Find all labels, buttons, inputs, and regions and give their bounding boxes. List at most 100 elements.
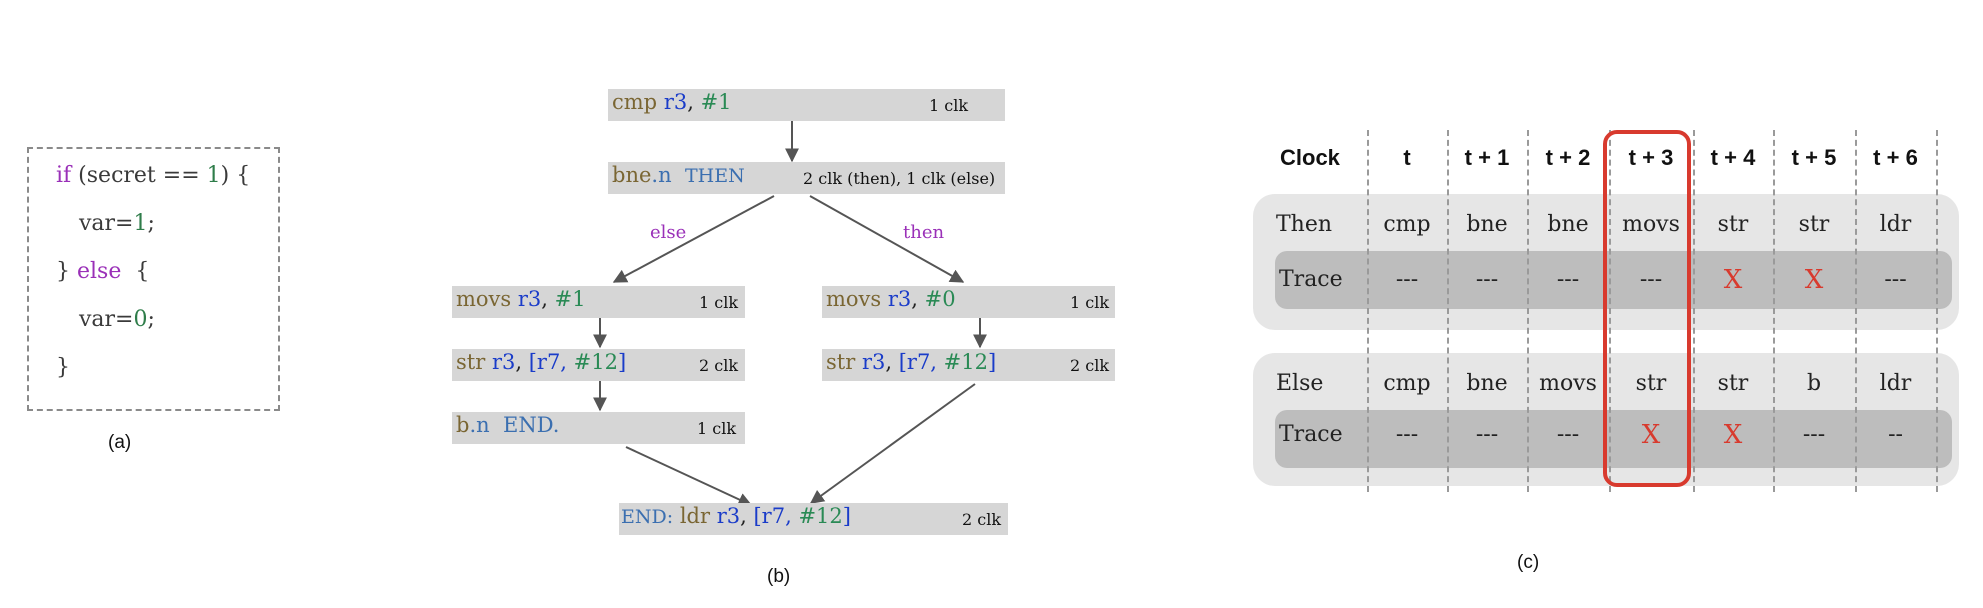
caption-b: (b) [767,566,791,587]
code-text: { [121,259,150,284]
clock-cost: 2 clk [699,356,739,375]
edge-label-else: else [650,222,687,243]
column-divider [1855,130,1857,492]
column-divider [1527,130,1529,492]
column-divider [1693,130,1695,492]
then-cell: bne [1466,212,1508,237]
branch-label: THEN [684,165,745,187]
opcode: str [456,350,486,374]
code-snippet-box: if (secret == 1) { var=1; } else { var=0… [27,147,280,411]
register: r3 [491,350,516,374]
instr-str-else: str r3, [r7, #12] 2 clk [452,349,745,381]
opcode: str [826,350,856,374]
code-text: var= [79,307,134,332]
code-number: 1 [206,163,221,188]
instr-bne: bne.n THEN 2 clk (then), 1 clk (else) [608,162,1005,194]
clock-cost: 1 clk [697,419,737,438]
else-cell: ldr [1879,371,1912,396]
opcode: movs [456,287,512,311]
opcode-suffix: .n [469,413,490,437]
else-cell: movs [1539,371,1597,396]
separator: , [687,90,701,114]
then-trace-cell: --- [1884,267,1907,292]
then-cell: movs [1622,212,1680,237]
else-trace-bar [1275,410,1952,468]
code-line-assign-1: var=1; [79,211,155,236]
opcode-suffix: .n [651,163,672,187]
instr-movs-else: movs r3, #1 1 clk [452,286,745,318]
header-t: t [1403,145,1411,170]
column-divider [1609,130,1611,492]
arrow-b-to-end [625,446,753,507]
opcode: ldr [679,504,711,528]
code-number: 1 [133,211,148,236]
column-divider [1773,130,1775,492]
then-cell: str [1717,212,1749,237]
else-trace-cell: --- [1395,422,1419,447]
code-text: (secret == [71,163,207,188]
code-keyword: if [56,163,72,188]
memory-base: [r7, [898,350,944,374]
column-divider [1447,130,1449,492]
memory-close: ] [618,350,627,374]
register: r3 [716,504,741,528]
column-divider [1936,130,1938,492]
else-trace-cell: --- [1475,422,1499,447]
arrow-bne-then [809,195,965,283]
then-cell: str [1798,212,1830,237]
then-trace-cell: --- [1639,267,1663,292]
else-cell: str [1717,371,1749,396]
else-trace-cell: --- [1556,422,1580,447]
separator: , [885,350,899,374]
end-label: END: [621,506,674,528]
header-t1: t + 1 [1464,145,1510,170]
instr-b-else: b.n END. 1 clk [452,412,745,444]
separator: , [515,350,529,374]
clock-cost: 1 clk [929,96,969,115]
code-line-else: } else { [56,259,149,284]
then-trace-cell: --- [1475,267,1499,292]
branch-label: END. [503,413,560,437]
header-t5: t + 5 [1791,145,1837,170]
separator: , [541,287,555,311]
row-label-then: Then [1276,212,1333,237]
else-trace-cell: --- [1802,422,1826,447]
opcode: cmp [612,90,658,114]
header-t3: t + 3 [1628,145,1674,170]
register: r3 [517,287,542,311]
arrow-str-then-to-end [809,383,976,504]
then-cell: bne [1547,212,1589,237]
then-cell: cmp [1383,212,1431,237]
memory-close: ] [988,350,997,374]
immediate: #1 [700,90,732,114]
code-keyword: else [77,259,122,284]
clock-cost: 2 clk [1070,356,1110,375]
column-divider [1367,130,1369,492]
clock-cost: 2 clk (then), 1 clk (else) [803,169,996,188]
opcode: movs [826,287,882,311]
then-trace-leak-mark: X [1804,265,1824,295]
code-text: } [56,259,77,284]
then-trace-leak-mark: X [1723,265,1743,295]
register: r3 [663,90,688,114]
immediate: #12 [943,350,988,374]
code-line-close: } [56,355,70,380]
caption-a: (a) [108,432,132,453]
instr-movs-then: movs r3, #0 1 clk [822,286,1115,318]
else-cell: cmp [1383,371,1431,396]
immediate: #12 [573,350,618,374]
else-cell: str [1635,371,1667,396]
clock-cost: 1 clk [1070,293,1110,312]
else-trace-leak-mark: X [1723,420,1743,450]
then-cell: ldr [1879,212,1912,237]
opcode: bne [612,163,652,187]
header-t6: t + 6 [1873,145,1918,170]
immediate: #12 [798,504,843,528]
code-text: ; [147,307,155,332]
memory-base: [r7, [528,350,574,374]
edge-label-then: then [903,222,945,243]
clock-cost: 2 clk [962,510,1002,529]
header-t2: t + 2 [1545,145,1591,170]
instr-cmp: cmp r3, #1 1 clk [608,89,1005,121]
